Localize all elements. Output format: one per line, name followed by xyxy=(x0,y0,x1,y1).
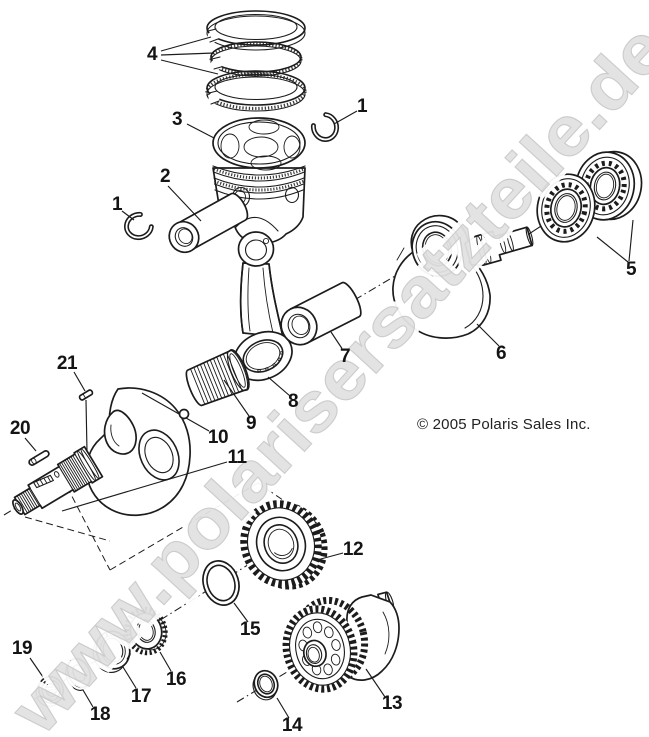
leader-lines xyxy=(24,36,634,719)
compression-ring-top xyxy=(206,10,306,51)
crank-stub-shaft-right xyxy=(464,226,534,266)
ball-bearing-front xyxy=(536,173,596,243)
piston xyxy=(212,117,306,245)
circlip-upper xyxy=(310,112,340,142)
dowel-key xyxy=(78,389,94,401)
toothed-lock-washer xyxy=(124,606,168,656)
balancer-shaft-assembly xyxy=(282,591,400,693)
crankpin-boss-right xyxy=(411,220,463,278)
woodruff-key xyxy=(28,450,50,466)
hex-flange-nut xyxy=(35,675,65,707)
piston-ring-set xyxy=(205,10,307,112)
needle-bearing xyxy=(185,349,250,407)
crankshaft-half-left xyxy=(12,387,191,517)
crankshaft-output-shaft xyxy=(12,445,104,516)
circlip-lower xyxy=(124,211,154,241)
lock-collar-nut xyxy=(92,630,131,673)
wrist-pin xyxy=(168,192,249,254)
thrust-washer-small xyxy=(252,669,279,701)
check-ball xyxy=(178,408,190,420)
oil-ring-bottom xyxy=(205,70,307,112)
primary-gear xyxy=(240,500,328,590)
connecting-rod xyxy=(233,231,293,382)
crankshaft-half-right xyxy=(392,214,534,339)
crank-pin xyxy=(280,281,362,346)
spacer-ring xyxy=(202,560,240,606)
flat-washer xyxy=(65,657,92,691)
ball-position-line xyxy=(141,392,210,432)
key-position-line xyxy=(85,399,88,453)
copyright-text: © 2005 Polaris Sales Inc. xyxy=(417,416,591,433)
